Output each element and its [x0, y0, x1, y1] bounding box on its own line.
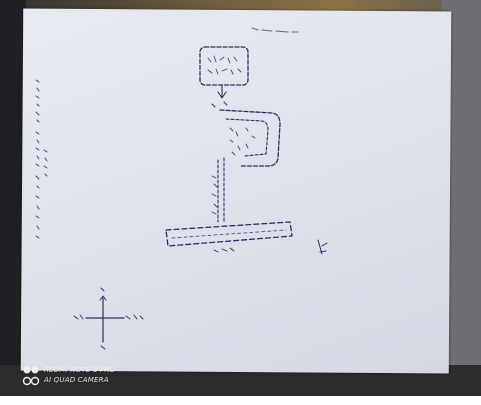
watermark-model-text: REDMI NOTE 8 PRO [44, 366, 116, 374]
arm-outline [219, 109, 281, 167]
column-scribbles [211, 175, 218, 215]
top-note-scribble [251, 27, 299, 33]
arm-scribbles [229, 127, 256, 156]
base-label-scribble [213, 247, 235, 253]
watermark-camera-text: AI QUAD CAMERA [44, 376, 109, 384]
top-box [199, 46, 249, 86]
column [217, 157, 225, 223]
axes-symbol [73, 287, 144, 350]
camera-watermark: REDMI NOTE 8 PRO AI QUAD CAMERA [22, 364, 202, 390]
connector-top [217, 85, 227, 99]
bottom-margin [0, 396, 481, 405]
camera-lens-logo-icon [22, 366, 40, 386]
left-vertical-handwriting [35, 79, 48, 239]
base-plate [165, 221, 293, 247]
side-mark [317, 239, 328, 255]
top-box-scribbles [207, 55, 242, 75]
